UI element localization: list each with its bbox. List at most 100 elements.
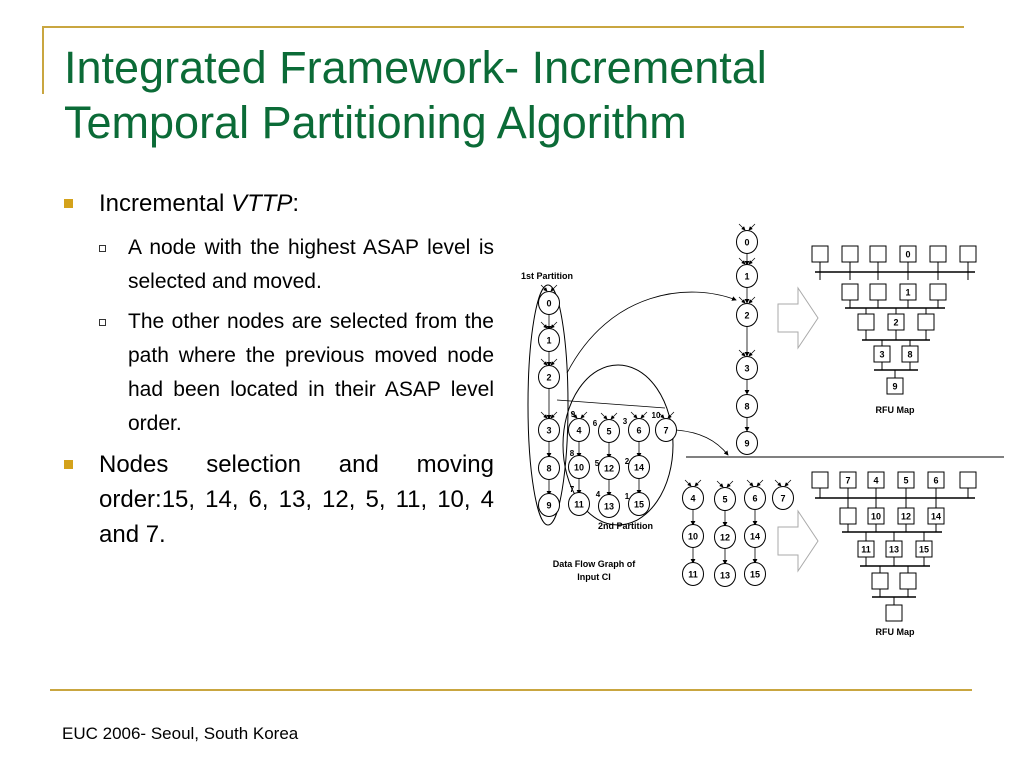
rfu-bottom-r1-cell-1: 7 — [839, 471, 857, 489]
square-bullet-icon — [64, 460, 73, 469]
mid-top-node-0: 0 — [736, 230, 758, 254]
order-mark-6: 6 — [593, 419, 598, 428]
rfu-top-r1-cell-2 — [869, 245, 887, 263]
dfg-node-5-label: 5 — [606, 427, 611, 437]
mid-bottom-node-11: 11 — [682, 562, 704, 586]
mid-bottom-node-13-label: 13 — [720, 571, 730, 581]
rfu-top-r2-cell-3 — [929, 283, 947, 301]
dfg-node-14-label: 14 — [634, 463, 644, 473]
square-bullet-icon — [64, 199, 73, 208]
dfg-caption-line-2: Input CI — [577, 572, 611, 582]
first-partition-label: 1st Partition — [521, 271, 573, 281]
dfg-node-5: 5 — [598, 419, 620, 443]
rfu-top-r4-cell-0: 3 — [873, 345, 891, 363]
second-partition-outline — [562, 364, 674, 526]
rfu-bottom-r1-cell-1-label: 7 — [845, 476, 850, 486]
dfg-input-arrows — [540, 284, 675, 420]
rfu-bottom-r1-cell-2-label: 4 — [873, 476, 878, 486]
rfu-bottom-r3-cell-0: 11 — [857, 540, 875, 558]
footer-text: EUC 2006- Seoul, South Korea — [62, 724, 299, 743]
dfg-node-3-label: 3 — [546, 426, 551, 436]
block-arrow-bottom-icon — [777, 509, 819, 573]
sub-bullet-1-text: A node with the highest ASAP level is se… — [128, 236, 494, 293]
dfg-node-14: 14 — [628, 455, 650, 479]
rfu-bottom-r3-cell-2: 15 — [915, 540, 933, 558]
rfu-top-r4-cell-1-label: 8 — [907, 350, 912, 360]
rfu-bottom-r1-cell-4-label: 6 — [933, 476, 938, 486]
order-mark-3: 3 — [623, 417, 628, 426]
rfu-top-r1-cell-3: 0 — [899, 245, 917, 263]
dfg-node-7: 7 — [655, 418, 677, 442]
rfu-bottom-r3-cell-2-label: 15 — [919, 545, 929, 555]
rfu-top-r3-cell-1-label: 2 — [893, 318, 898, 328]
dfg-node-11: 11 — [568, 492, 590, 516]
dfg-caption-line-1: Data Flow Graph of — [553, 559, 637, 569]
rfu-bottom-r3-cell-0-label: 11 — [861, 545, 871, 555]
mid-bottom-node-10: 10 — [682, 524, 704, 548]
dfg-node-10: 10 — [568, 455, 590, 479]
rfu-top-r2-cell-1 — [869, 283, 887, 301]
rfu-top-r5-cell-0: 9 — [886, 377, 904, 395]
dfg-edges — [546, 291, 737, 497]
mid-top-node-1: 1 — [736, 264, 758, 288]
sub-bullet-1: A node with the highest ASAP level is se… — [99, 231, 494, 299]
order-mark-10: 10 — [652, 411, 661, 420]
dfg-node-13: 13 — [598, 494, 620, 518]
rfu-top-r1-cell-0 — [811, 245, 829, 263]
rfu-top-r2-cell-0 — [841, 283, 859, 301]
order-mark-5: 5 — [595, 459, 600, 468]
mid-bottom-node-15-label: 15 — [750, 570, 760, 580]
footer-rule — [50, 689, 972, 691]
rfu-top-r3-cell-2 — [917, 313, 935, 331]
rfu-bottom-r3-cell-1-label: 13 — [889, 545, 899, 555]
mid-bottom-node-15: 15 — [744, 562, 766, 586]
dfg-node-2-label: 2 — [546, 373, 551, 383]
second-partition-label: 2nd Partition — [598, 521, 653, 531]
rfu-bottom-r1-cell-5 — [959, 471, 977, 489]
rfu-bottom-r2-cell-2: 12 — [897, 507, 915, 525]
rfu-bottom-r1-cell-3-label: 5 — [903, 476, 908, 486]
order-mark-7: 7 — [570, 485, 575, 494]
rfu-map-top: 0 1 2 3 8 9 — [811, 245, 977, 395]
rfu-top-r2-cell-2: 1 — [899, 283, 917, 301]
frame-top-line — [42, 26, 964, 28]
dfg-node-15-label: 15 — [634, 500, 644, 510]
bullet-list: Incremental VTTP: A node with the highes… — [62, 186, 494, 552]
dfg-node-4: 4 — [568, 418, 590, 442]
mid-input-arrows — [684, 223, 792, 488]
order-mark-8: 8 — [570, 449, 575, 458]
rfu-bottom-r2-cell-3-label: 14 — [931, 512, 941, 522]
dfg-node-8-label: 8 — [546, 464, 551, 474]
mid-top-node-8: 8 — [736, 394, 758, 418]
order-mark-9: 9 — [571, 410, 576, 419]
mid-top-node-2: 2 — [736, 303, 758, 327]
rfu-top-r2-cell-2-label: 1 — [905, 288, 910, 298]
mid-bottom-node-10-label: 10 — [688, 532, 698, 542]
rfu-bottom-r2-cell-2-label: 12 — [901, 512, 911, 522]
mid-bottom-node-12: 12 — [714, 525, 736, 549]
bullet-1-em: VTTP — [231, 190, 293, 217]
rfu-bottom-r3-cell-1: 13 — [885, 540, 903, 558]
mid-top-node-1-label: 1 — [744, 272, 749, 282]
mid-bottom-node-12-label: 12 — [720, 533, 730, 543]
rfu-bottom-r1-cell-2: 4 — [867, 471, 885, 489]
bullet-selection-order: Nodes selection and moving order:15, 14,… — [62, 447, 494, 552]
mid-bottom-node-5: 5 — [714, 487, 736, 511]
mid-bottom-node-5-label: 5 — [722, 495, 727, 505]
mid-bottom-node-13: 13 — [714, 563, 736, 587]
dfg-node-3: 3 — [538, 418, 560, 442]
mid-bottom-node-4-label: 4 — [690, 494, 695, 504]
dfg-node-15: 15 — [628, 492, 650, 516]
rfu-top-r4-cell-1: 8 — [901, 345, 919, 363]
mid-bottom-node-14: 14 — [744, 524, 766, 548]
mid-bottom-node-6-label: 6 — [752, 494, 757, 504]
bullet-1-prefix: Incremental — [99, 190, 232, 217]
order-mark-1: 1 — [625, 492, 630, 501]
bullet-2-text: Nodes selection and moving order:15, 14,… — [99, 451, 494, 548]
rfu-bottom-r4-cell-0 — [871, 572, 889, 590]
rfu-bottom-r4-cell-1 — [899, 572, 917, 590]
